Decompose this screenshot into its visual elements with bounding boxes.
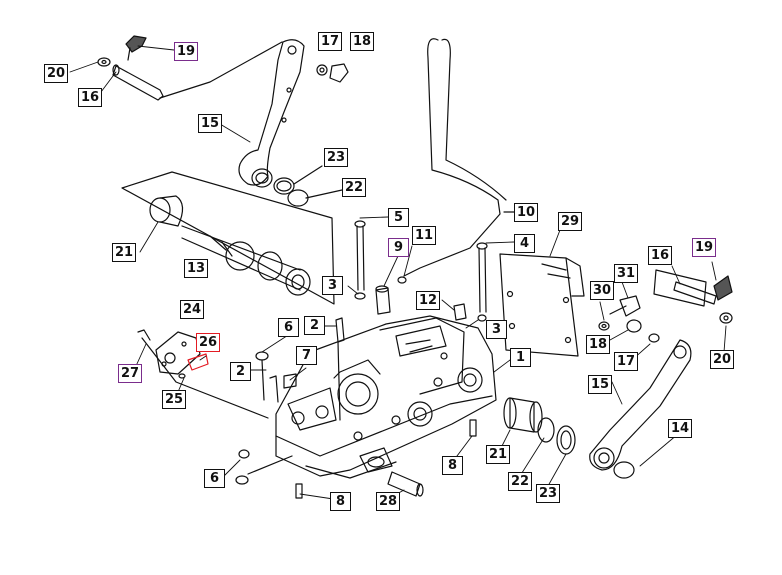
bolt-washer-right <box>598 295 660 343</box>
callout-18-top: 18 <box>350 32 375 51</box>
lift-arm-top <box>238 39 305 188</box>
callout-3-lower: 3 <box>486 320 507 339</box>
plate <box>499 253 585 357</box>
callout-17-right: 17 <box>614 352 639 371</box>
shaft-group <box>121 171 335 305</box>
callout-10: 10 <box>514 203 539 222</box>
callout-8-right: 8 <box>442 456 463 475</box>
callout-25: 25 <box>162 390 187 409</box>
callout-16-right: 16 <box>648 246 673 265</box>
housing-body <box>275 315 497 479</box>
callout-18-right: 18 <box>586 335 611 354</box>
callout-23-top: 23 <box>324 148 349 167</box>
small-parts-9-12 <box>375 285 467 321</box>
callout-8-bottom: 8 <box>330 492 351 511</box>
callout-20-right: 20 <box>710 350 735 369</box>
callout-30: 30 <box>590 281 615 300</box>
nut-washer-top <box>316 63 349 83</box>
callout-6-upper: 6 <box>278 318 299 337</box>
callout-17-top: 17 <box>318 32 343 51</box>
callout-1: 1 <box>510 348 531 367</box>
pin-assembly-top-left <box>97 35 283 101</box>
callout-21-bottom: 21 <box>486 445 511 464</box>
cover-left <box>137 329 269 419</box>
leader-lines <box>69 45 727 501</box>
callout-22-top: 22 <box>342 178 367 197</box>
callout-6-lower: 6 <box>204 469 225 488</box>
callout-22-bottom: 22 <box>508 472 533 491</box>
callout-26: 26 <box>196 333 221 352</box>
callout-14: 14 <box>668 419 693 438</box>
callout-31: 31 <box>614 264 639 283</box>
callout-19-right: 19 <box>692 238 717 257</box>
rings-top <box>273 165 343 207</box>
callout-16-top-left: 16 <box>78 88 103 107</box>
callout-4: 4 <box>514 234 535 253</box>
callout-11: 11 <box>412 226 437 245</box>
callout-20-top-left: 20 <box>44 64 69 83</box>
callout-29: 29 <box>558 212 583 231</box>
left-fasteners <box>235 317 477 499</box>
callout-15-right: 15 <box>588 375 613 394</box>
spring-rod <box>397 38 515 284</box>
callout-2-upper: 2 <box>304 316 325 335</box>
callout-9: 9 <box>388 238 409 257</box>
callout-27: 27 <box>118 364 143 383</box>
callout-21-top: 21 <box>112 243 137 262</box>
callout-7: 7 <box>296 346 317 365</box>
lift-arm-right <box>589 339 692 479</box>
callout-19-top-left: 19 <box>174 42 199 61</box>
callout-2-lower: 2 <box>230 362 251 381</box>
callout-3-upper: 3 <box>322 276 343 295</box>
callout-13: 13 <box>184 259 209 278</box>
callout-15-top: 15 <box>198 114 223 133</box>
callout-5: 5 <box>388 208 409 227</box>
callout-12: 12 <box>416 291 441 310</box>
bolts-5-4 <box>354 220 488 322</box>
fitting <box>387 471 424 497</box>
callout-28: 28 <box>376 492 401 511</box>
callout-23-bottom: 23 <box>536 484 561 503</box>
callout-24: 24 <box>180 300 205 319</box>
pin-assembly-right <box>653 269 733 324</box>
